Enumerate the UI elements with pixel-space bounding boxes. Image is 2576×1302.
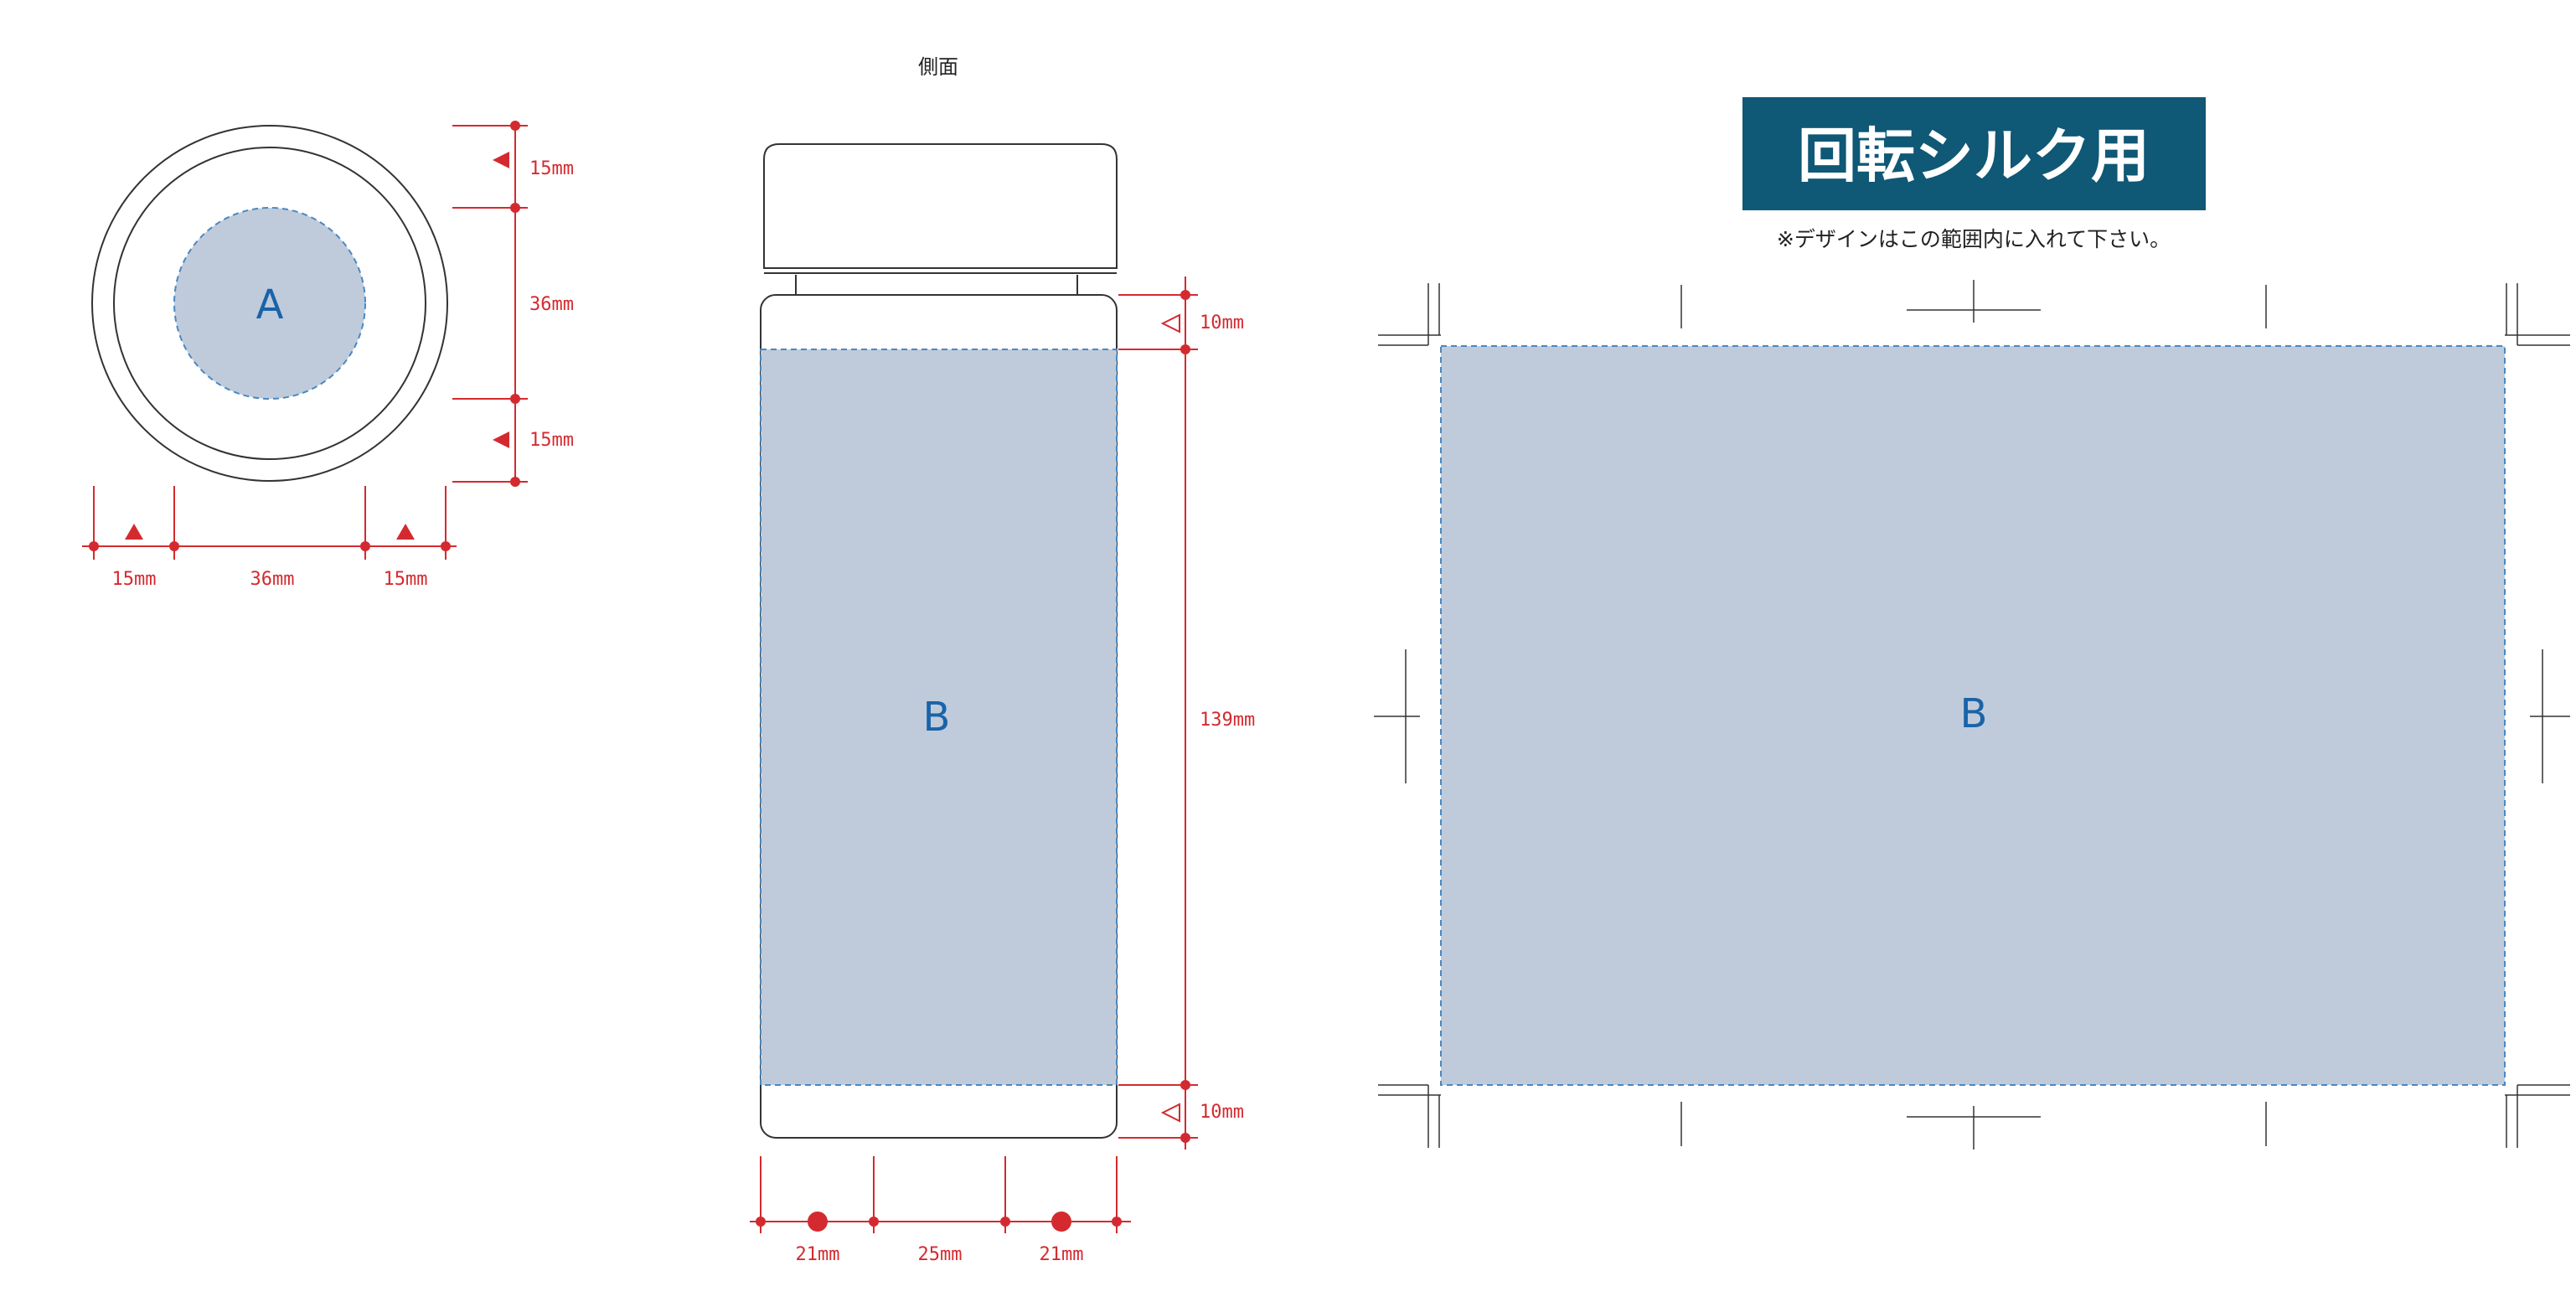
dim-dot xyxy=(1180,344,1190,354)
dim-label-bottom-3: 15mm xyxy=(384,569,428,590)
top-view: A 15mm 36mm 15mm xyxy=(82,121,574,590)
dim-label-side-w1: 21mm xyxy=(796,1244,840,1265)
side-vertical-dots xyxy=(1180,290,1190,1143)
dim-label-top-1: 15mm xyxy=(529,158,574,179)
dim-dot xyxy=(869,1217,879,1227)
side-view: 側面 B 10mm 139mm 10mm xyxy=(750,55,1255,1265)
left-arrow-marker xyxy=(493,431,509,448)
zone-label-b-side: B xyxy=(923,694,951,741)
design-area-note: ※デザインはこの範囲内に入れて下さい。 xyxy=(1777,227,2171,251)
print-area-template xyxy=(1440,345,2506,1086)
lid-inner-circle xyxy=(113,147,426,460)
top-horizontal-dimension xyxy=(82,486,457,560)
dim-dot xyxy=(510,394,520,404)
filled-dot-marker xyxy=(1051,1212,1071,1232)
dim-label-side-w2: 25mm xyxy=(918,1244,963,1265)
left-arrow-marker xyxy=(493,152,509,168)
banner-title: 回転シルク用 xyxy=(1798,121,2150,190)
dim-dot xyxy=(1180,1133,1190,1143)
side-horizontal-dimension xyxy=(750,1156,1131,1233)
top-vertical-dots xyxy=(493,121,520,487)
dim-label-side-height: 139mm xyxy=(1200,710,1255,731)
dim-label-side-bottom: 10mm xyxy=(1200,1102,1244,1123)
dim-label-bottom-2: 36mm xyxy=(250,569,295,590)
dim-label-side-w3: 21mm xyxy=(1040,1244,1084,1265)
up-arrow-marker xyxy=(396,524,415,540)
print-area-b xyxy=(760,349,1118,1086)
dim-dot xyxy=(1180,290,1190,300)
dim-dot xyxy=(1000,1217,1010,1227)
dim-dot xyxy=(1112,1217,1122,1227)
dim-dot xyxy=(1180,1080,1190,1090)
side-view-title: 側面 xyxy=(918,55,958,79)
dim-label-bottom-1: 15mm xyxy=(112,569,157,590)
bottle-cap xyxy=(763,143,1118,269)
dim-dot xyxy=(360,541,370,551)
zone-label-a: A xyxy=(256,282,284,328)
dim-dot xyxy=(510,121,520,131)
print-area-a xyxy=(173,207,366,400)
side-vertical-dimension xyxy=(1118,276,1198,1150)
dim-dot xyxy=(89,541,99,551)
filled-dot-marker xyxy=(808,1212,828,1232)
dim-dot xyxy=(756,1217,766,1227)
side-horizontal-dots xyxy=(756,1212,1122,1232)
dim-dot xyxy=(441,541,451,551)
lid-outer-circle xyxy=(91,125,448,482)
dim-label-top-3: 15mm xyxy=(529,430,574,451)
up-arrow-marker xyxy=(125,524,143,540)
dim-label-side-top: 10mm xyxy=(1200,313,1244,333)
dim-label-top-2: 36mm xyxy=(529,294,574,315)
dim-dot xyxy=(510,203,520,213)
crop-marks xyxy=(1374,280,2570,1150)
banner-box xyxy=(1742,97,2206,210)
dim-dot xyxy=(510,477,520,487)
zone-label-b-template: B xyxy=(1960,690,1988,737)
dim-dot xyxy=(169,541,179,551)
outline-arrow-marker xyxy=(1160,313,1180,333)
top-vertical-dimension xyxy=(452,125,528,483)
outline-arrow-marker xyxy=(1160,1103,1180,1123)
print-template: 回転シルク用 ※デザインはこの範囲内に入れて下さい。 xyxy=(1374,97,2570,1150)
top-horizontal-dots xyxy=(89,524,451,551)
